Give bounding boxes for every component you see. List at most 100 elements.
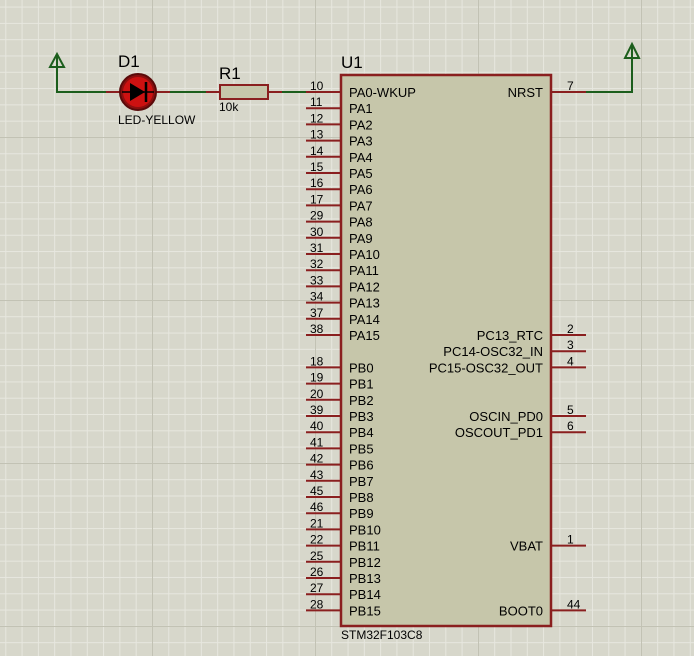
pin-number: 38 <box>310 322 324 336</box>
pin-number: 5 <box>567 403 574 417</box>
pin-name: PC14-OSC32_IN <box>443 344 543 359</box>
pin-number: 2 <box>567 322 574 336</box>
pin-number: 33 <box>310 273 324 287</box>
pin-pa4[interactable]: 14 PA4 <box>306 144 373 165</box>
pin-oscout_pd1[interactable]: 6 OSCOUT_PD1 <box>455 419 586 440</box>
pin-name: PA8 <box>349 215 373 230</box>
mcu-body[interactable] <box>339 73 553 628</box>
pin-name: PB7 <box>349 474 374 489</box>
mcu-right-pins: 7 NRST 2 PC13_RTC3PC14-OSC32_IN4PC15-OSC32_… <box>429 79 586 618</box>
mcu-ref-label: U1 <box>341 53 363 72</box>
pin-pa1[interactable]: 11 PA1 <box>306 95 373 116</box>
pin-number: 45 <box>310 484 324 498</box>
pin-number: 31 <box>310 241 324 255</box>
pin-pa11[interactable]: 32 PA11 <box>306 257 379 278</box>
pin-boot0[interactable]: 44 BOOT0 <box>499 597 586 618</box>
pin-number: 19 <box>310 371 324 385</box>
pin-nrst[interactable]: 7 NRST <box>508 79 586 100</box>
pin-name: OSCIN_PD0 <box>469 409 543 424</box>
pin-number: 34 <box>310 290 324 304</box>
pin-name: BOOT0 <box>499 603 543 618</box>
pin-name: OSCOUT_PD1 <box>455 425 543 440</box>
pin-name: VBAT <box>510 539 543 554</box>
wire-led-to-power[interactable] <box>56 67 118 93</box>
resistor-ref-label: R1 <box>219 64 241 83</box>
pin-name: PB8 <box>349 490 374 505</box>
pin-pa14[interactable]: 37 PA14 <box>306 306 380 327</box>
pin-name: PA2 <box>349 117 373 132</box>
pin-name: PA0-WKUP <box>349 85 416 100</box>
pin-number: 14 <box>310 144 324 158</box>
pin-number: 40 <box>310 419 324 433</box>
power-terminal-left[interactable] <box>48 51 66 68</box>
led-ref-label: D1 <box>118 52 140 71</box>
pin-number: 6 <box>567 419 574 433</box>
pin-pa12[interactable]: 33 PA12 <box>306 273 380 294</box>
pin-number: 13 <box>310 128 324 142</box>
pin-number: 28 <box>310 597 324 611</box>
pin-number: 7 <box>567 79 574 93</box>
power-terminal-right[interactable] <box>623 41 641 60</box>
pin-number: 39 <box>310 403 324 417</box>
pin-pb8[interactable]: 45 PB8 <box>306 484 374 505</box>
pin-number: 11 <box>310 95 323 109</box>
pin-number: 37 <box>310 306 324 320</box>
pin-number: 21 <box>310 516 324 530</box>
mcu-part-label: STM32F103C8 <box>341 628 423 642</box>
pin-name: PA11 <box>349 263 379 278</box>
led-d1[interactable]: D1 LED-YELLOW <box>106 52 196 127</box>
pin-oscin_pd0[interactable]: 5 OSCIN_PD0 <box>469 403 586 424</box>
pin-name: PB14 <box>349 587 381 602</box>
pin-name: PC15-OSC32_OUT <box>429 360 543 375</box>
pin-number: 41 <box>310 435 324 449</box>
pin-name: PA12 <box>349 279 380 294</box>
pin-name: PA5 <box>349 166 373 181</box>
pin-number: 44 <box>567 597 581 611</box>
pin-pc13_rtc[interactable]: 2 PC13_RTC <box>477 322 586 343</box>
pin-name: PC13_RTC <box>477 328 543 343</box>
pin-name: PB0 <box>349 360 374 375</box>
wire-nrst-to-power[interactable] <box>586 60 633 93</box>
pin-pa13[interactable]: 34 PA13 <box>306 290 380 311</box>
pin-name: PA1 <box>349 101 373 116</box>
pin-name: PA13 <box>349 296 380 311</box>
pin-number: 32 <box>310 257 324 271</box>
pin-name: NRST <box>508 85 543 100</box>
pin-name: PA7 <box>349 198 373 213</box>
pin-name: PA14 <box>349 312 380 327</box>
pin-name: PA4 <box>349 150 373 165</box>
pin-name: PA9 <box>349 231 373 246</box>
pin-name: PB12 <box>349 555 381 570</box>
resistor-r1[interactable]: R1 10k <box>206 64 282 114</box>
